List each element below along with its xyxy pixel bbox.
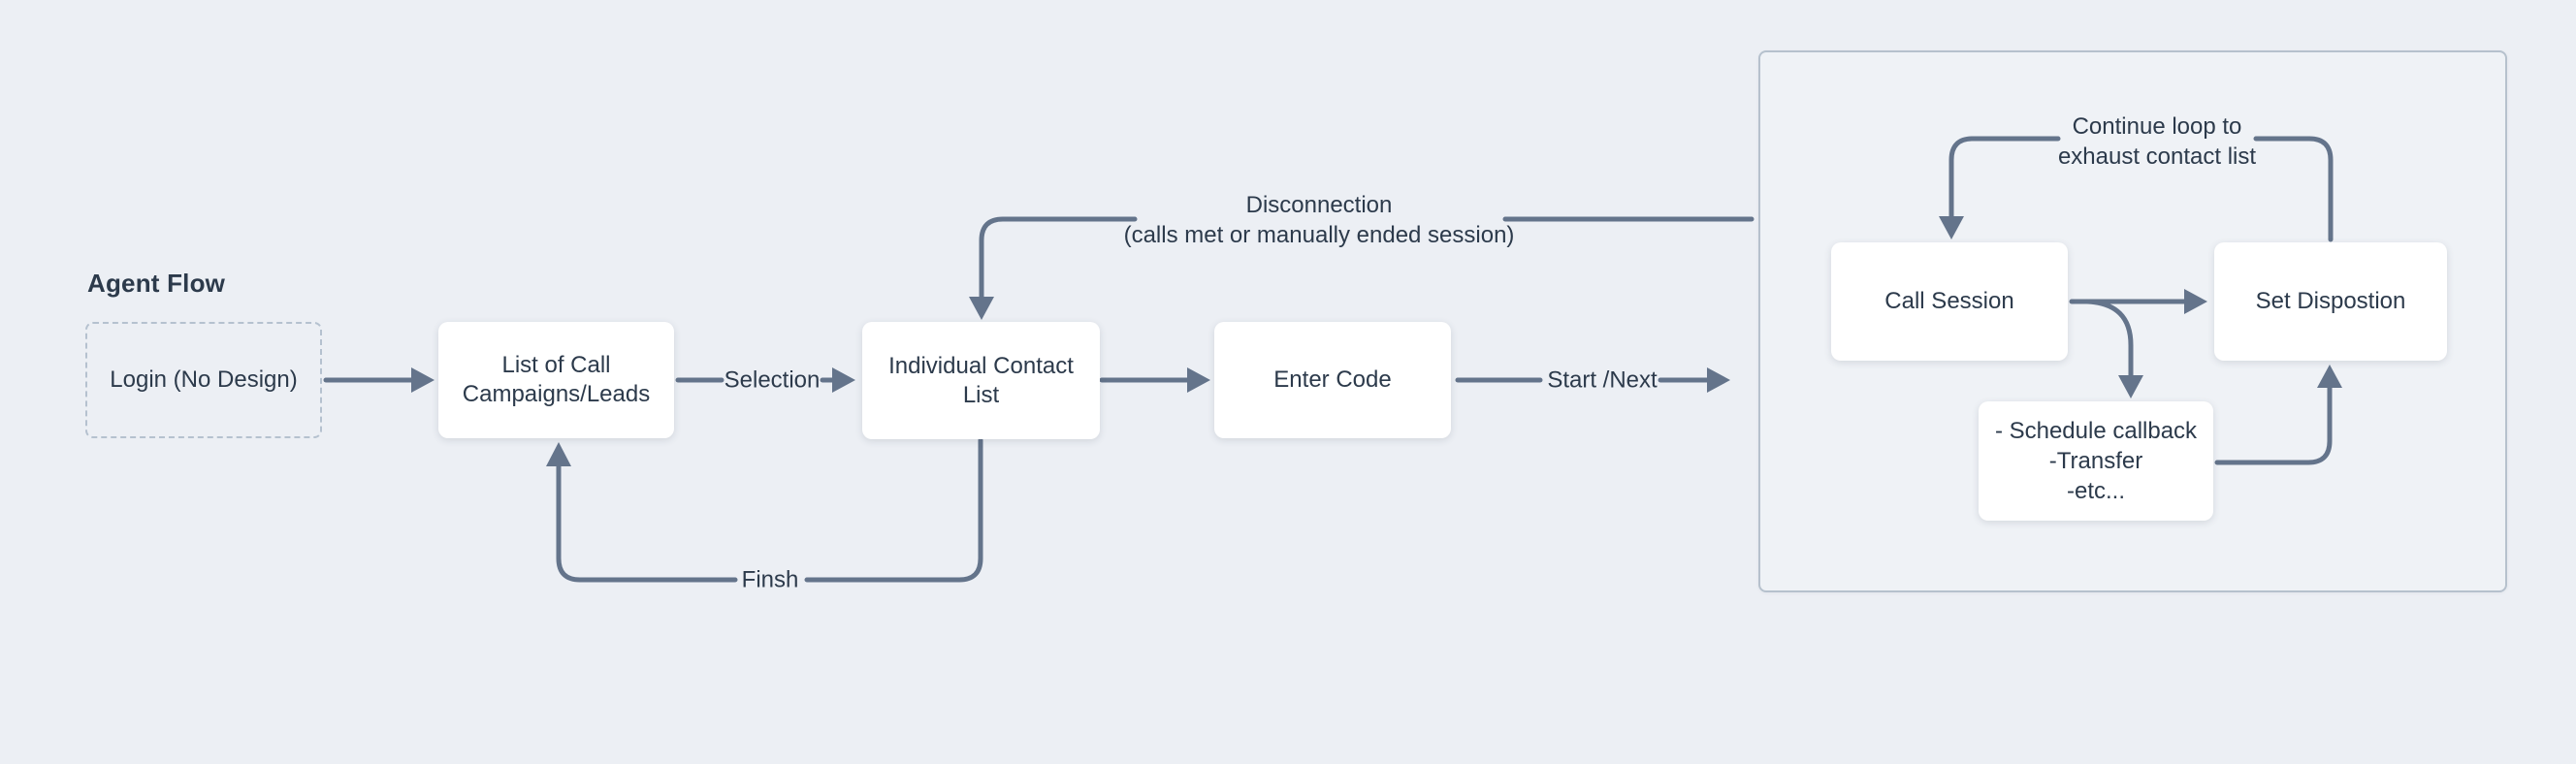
node-login-label: Login (No Design) [110, 366, 298, 393]
node-set-disposition-label: Set Dispostion [2255, 288, 2406, 314]
edge-finish-loop [546, 437, 983, 583]
edge-label-continue-loop: Continue loop to exhaust contact list [2057, 113, 2257, 170]
arrowhead-down-icon [1939, 216, 1964, 239]
edge-label-start-next: Start /Next [1547, 366, 1658, 394]
node-disposition-options: - Schedule callback -Transfer -etc... [1979, 401, 2213, 521]
edge-line [2253, 136, 2334, 242]
edge-contact-list-to-enter-code [1099, 367, 1210, 393]
edge-line [1948, 136, 2061, 219]
edge-branch-to-disposition-options [2084, 299, 2143, 398]
edge-line [804, 437, 983, 583]
node-call-session-label: Call Session [1884, 288, 2014, 314]
arrowhead-right-icon [832, 367, 855, 393]
edge-label-finish: Finsh [741, 566, 799, 593]
edge-line [2084, 299, 2134, 378]
node-set-disposition: Set Dispostion [2214, 242, 2447, 361]
node-enter-code: Enter Code [1214, 322, 1451, 438]
arrowhead-up-icon [2317, 365, 2342, 388]
edge-label-disconnection: Disconnection (calls met or manually end… [1123, 192, 1515, 248]
edge-line [979, 216, 1138, 300]
arrowhead-right-icon [2184, 289, 2207, 314]
arrowhead-right-icon [1707, 367, 1730, 393]
arrowhead-right-icon [1187, 367, 1210, 393]
edge-enter-code-to-loop-container [1455, 367, 1730, 393]
edge-label-selection: Selection [724, 366, 821, 394]
node-call-session: Call Session [1831, 242, 2068, 361]
arrowhead-up-icon [546, 442, 571, 466]
node-individual-contact-list-label: Individual Contact List [888, 352, 1074, 408]
edge-line [2214, 385, 2333, 465]
edge-login-to-campaigns [323, 367, 435, 393]
arrowhead-down-icon [969, 297, 994, 320]
edge-campaigns-to-contact-list [675, 367, 855, 393]
page-title: Agent Flow [87, 269, 226, 298]
node-call-campaigns-label: List of Call Campaigns/Leads [462, 352, 651, 407]
node-enter-code-label: Enter Code [1273, 366, 1392, 393]
node-individual-contact-list: Individual Contact List [862, 322, 1100, 439]
node-login: Login (No Design) [85, 322, 322, 438]
edge-continue-loop [1939, 136, 2334, 242]
node-call-campaigns-list: List of Call Campaigns/Leads [438, 322, 674, 438]
edge-disposition-options-to-set-disposition [2214, 365, 2342, 465]
node-disposition-options-label: - Schedule callback -Transfer -etc... [1994, 418, 2198, 504]
edge-disconnection [969, 216, 1755, 320]
arrowhead-right-icon [411, 367, 435, 393]
edge-line [556, 463, 738, 583]
arrowhead-down-icon [2118, 375, 2143, 398]
